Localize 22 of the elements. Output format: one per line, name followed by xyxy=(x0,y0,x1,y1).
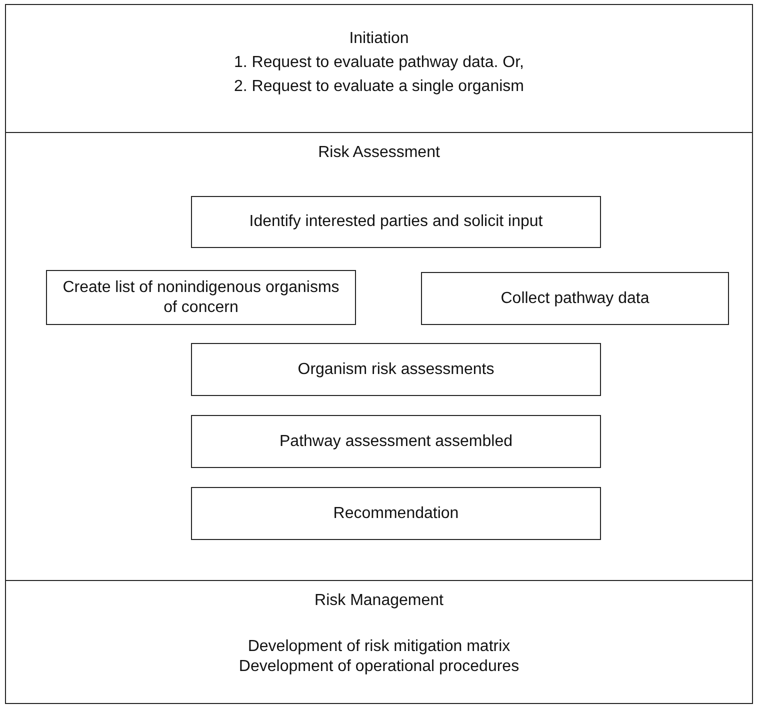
stage-text: Development of operational procedures xyxy=(238,657,520,677)
process-box xyxy=(46,270,356,325)
process-box xyxy=(191,196,601,248)
stage-text: Development of risk mitigation matrix xyxy=(248,637,510,657)
box-label: Identify interested parties and solicit input xyxy=(248,212,544,232)
process-box xyxy=(191,343,601,396)
stage-heading: Risk Assessment xyxy=(318,143,440,163)
process-box xyxy=(191,487,601,540)
box-label: Collect pathway data xyxy=(500,288,650,308)
box-label: Create list of nonindigenous organisms of concern xyxy=(62,278,340,318)
stage-text: 2. Request to evaluate a single organism xyxy=(234,77,524,97)
stage-heading: Risk Management xyxy=(314,591,444,611)
box-label: Recommendation xyxy=(332,504,460,524)
stage-panel xyxy=(5,4,753,133)
process-box xyxy=(421,272,729,325)
stage-heading: Initiation xyxy=(349,29,409,49)
box-label: Organism risk assessments xyxy=(296,360,496,380)
stage-panel xyxy=(5,132,753,581)
stage-panel xyxy=(5,580,753,704)
process-box xyxy=(191,415,601,468)
stage-text: 1. Request to evaluate pathway data. Or, xyxy=(234,53,524,73)
box-label: Pathway assessment assembled xyxy=(278,432,514,452)
